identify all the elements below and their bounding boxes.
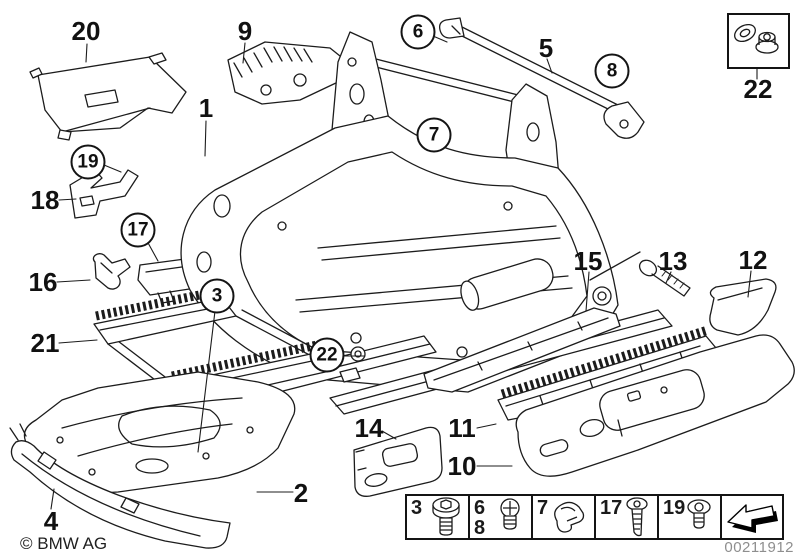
callout-22[interactable]: 22 bbox=[743, 74, 773, 104]
callout-2[interactable]: 2 bbox=[293, 478, 309, 508]
part-12-cover bbox=[709, 278, 777, 336]
legend-cell-19[interactable]: 19 bbox=[659, 496, 722, 538]
callout-13[interactable]: 13 bbox=[658, 246, 688, 276]
part-15-sill-trim bbox=[423, 307, 621, 393]
seat-motor bbox=[460, 258, 554, 311]
callout-3[interactable]: 3 bbox=[199, 278, 235, 314]
callout-1[interactable]: 1 bbox=[198, 93, 214, 123]
part-10-side-trim-panel bbox=[515, 334, 795, 477]
legend-label: 6 bbox=[474, 497, 486, 519]
callout-11[interactable]: 11 bbox=[448, 413, 476, 443]
callout-5[interactable]: 5 bbox=[538, 33, 554, 63]
washer-and-nut-icon bbox=[734, 23, 779, 54]
torx-screw-long-icon bbox=[626, 497, 648, 537]
legend-cell-6-8[interactable]: 6 8 bbox=[470, 496, 533, 538]
legend-cell-arrow[interactable] bbox=[722, 496, 782, 538]
direction-of-travel-arrow-icon bbox=[727, 504, 778, 533]
callout-6[interactable]: 6 bbox=[400, 14, 436, 50]
part-16-clip bbox=[92, 253, 131, 290]
part-9-ribbed-bracket bbox=[227, 41, 346, 105]
callout-18[interactable]: 18 bbox=[30, 185, 60, 215]
part-20-bracket-plate bbox=[29, 52, 187, 141]
part-5-bar bbox=[438, 17, 645, 139]
callout-14[interactable]: 14 bbox=[354, 413, 384, 443]
callout-8[interactable]: 8 bbox=[594, 53, 630, 89]
callout-7[interactable]: 7 bbox=[416, 117, 452, 153]
hardware-box bbox=[727, 13, 790, 69]
legend-cell-3[interactable]: 3 bbox=[407, 496, 470, 538]
spring-clip-icon bbox=[554, 501, 585, 533]
legend-label: 8 bbox=[474, 517, 486, 539]
part-13-bolt bbox=[638, 259, 691, 297]
torx-screw-short-icon bbox=[687, 499, 711, 529]
legend-label: 7 bbox=[537, 497, 549, 519]
callout-19[interactable]: 19 bbox=[70, 144, 106, 180]
callout-21[interactable]: 21 bbox=[30, 328, 60, 358]
callout-4[interactable]: 4 bbox=[43, 506, 59, 536]
image-number: 00211912 bbox=[724, 539, 794, 556]
callout-15[interactable]: 15 bbox=[573, 246, 603, 276]
socket-head-screw-icon bbox=[432, 497, 460, 536]
legend-label: 19 bbox=[663, 497, 686, 519]
phillips-screw-icon bbox=[500, 498, 520, 530]
legend-label: 3 bbox=[411, 497, 423, 519]
legend-label: 17 bbox=[600, 497, 623, 519]
callout-12[interactable]: 12 bbox=[738, 245, 768, 275]
callout-22[interactable]: 22 bbox=[309, 337, 345, 373]
callout-10[interactable]: 10 bbox=[447, 451, 477, 481]
callout-16[interactable]: 16 bbox=[28, 267, 58, 297]
leader-lines bbox=[50, 35, 758, 510]
callout-17[interactable]: 17 bbox=[120, 212, 156, 248]
callout-20[interactable]: 20 bbox=[71, 16, 101, 46]
part-18-bracket bbox=[69, 169, 139, 219]
legend-cell-7[interactable]: 7 bbox=[533, 496, 596, 538]
part-2-seat-pan bbox=[23, 371, 296, 494]
fastener-legend: 3 6 8 bbox=[405, 494, 784, 540]
part-6-clamp bbox=[438, 17, 465, 39]
bmw-copyright: © BMW AG bbox=[20, 534, 108, 553]
part-4-front-trim bbox=[9, 423, 231, 549]
part-14-switch-panel bbox=[353, 426, 443, 497]
legend-cell-17[interactable]: 17 bbox=[596, 496, 659, 538]
callout-9[interactable]: 9 bbox=[237, 16, 253, 46]
